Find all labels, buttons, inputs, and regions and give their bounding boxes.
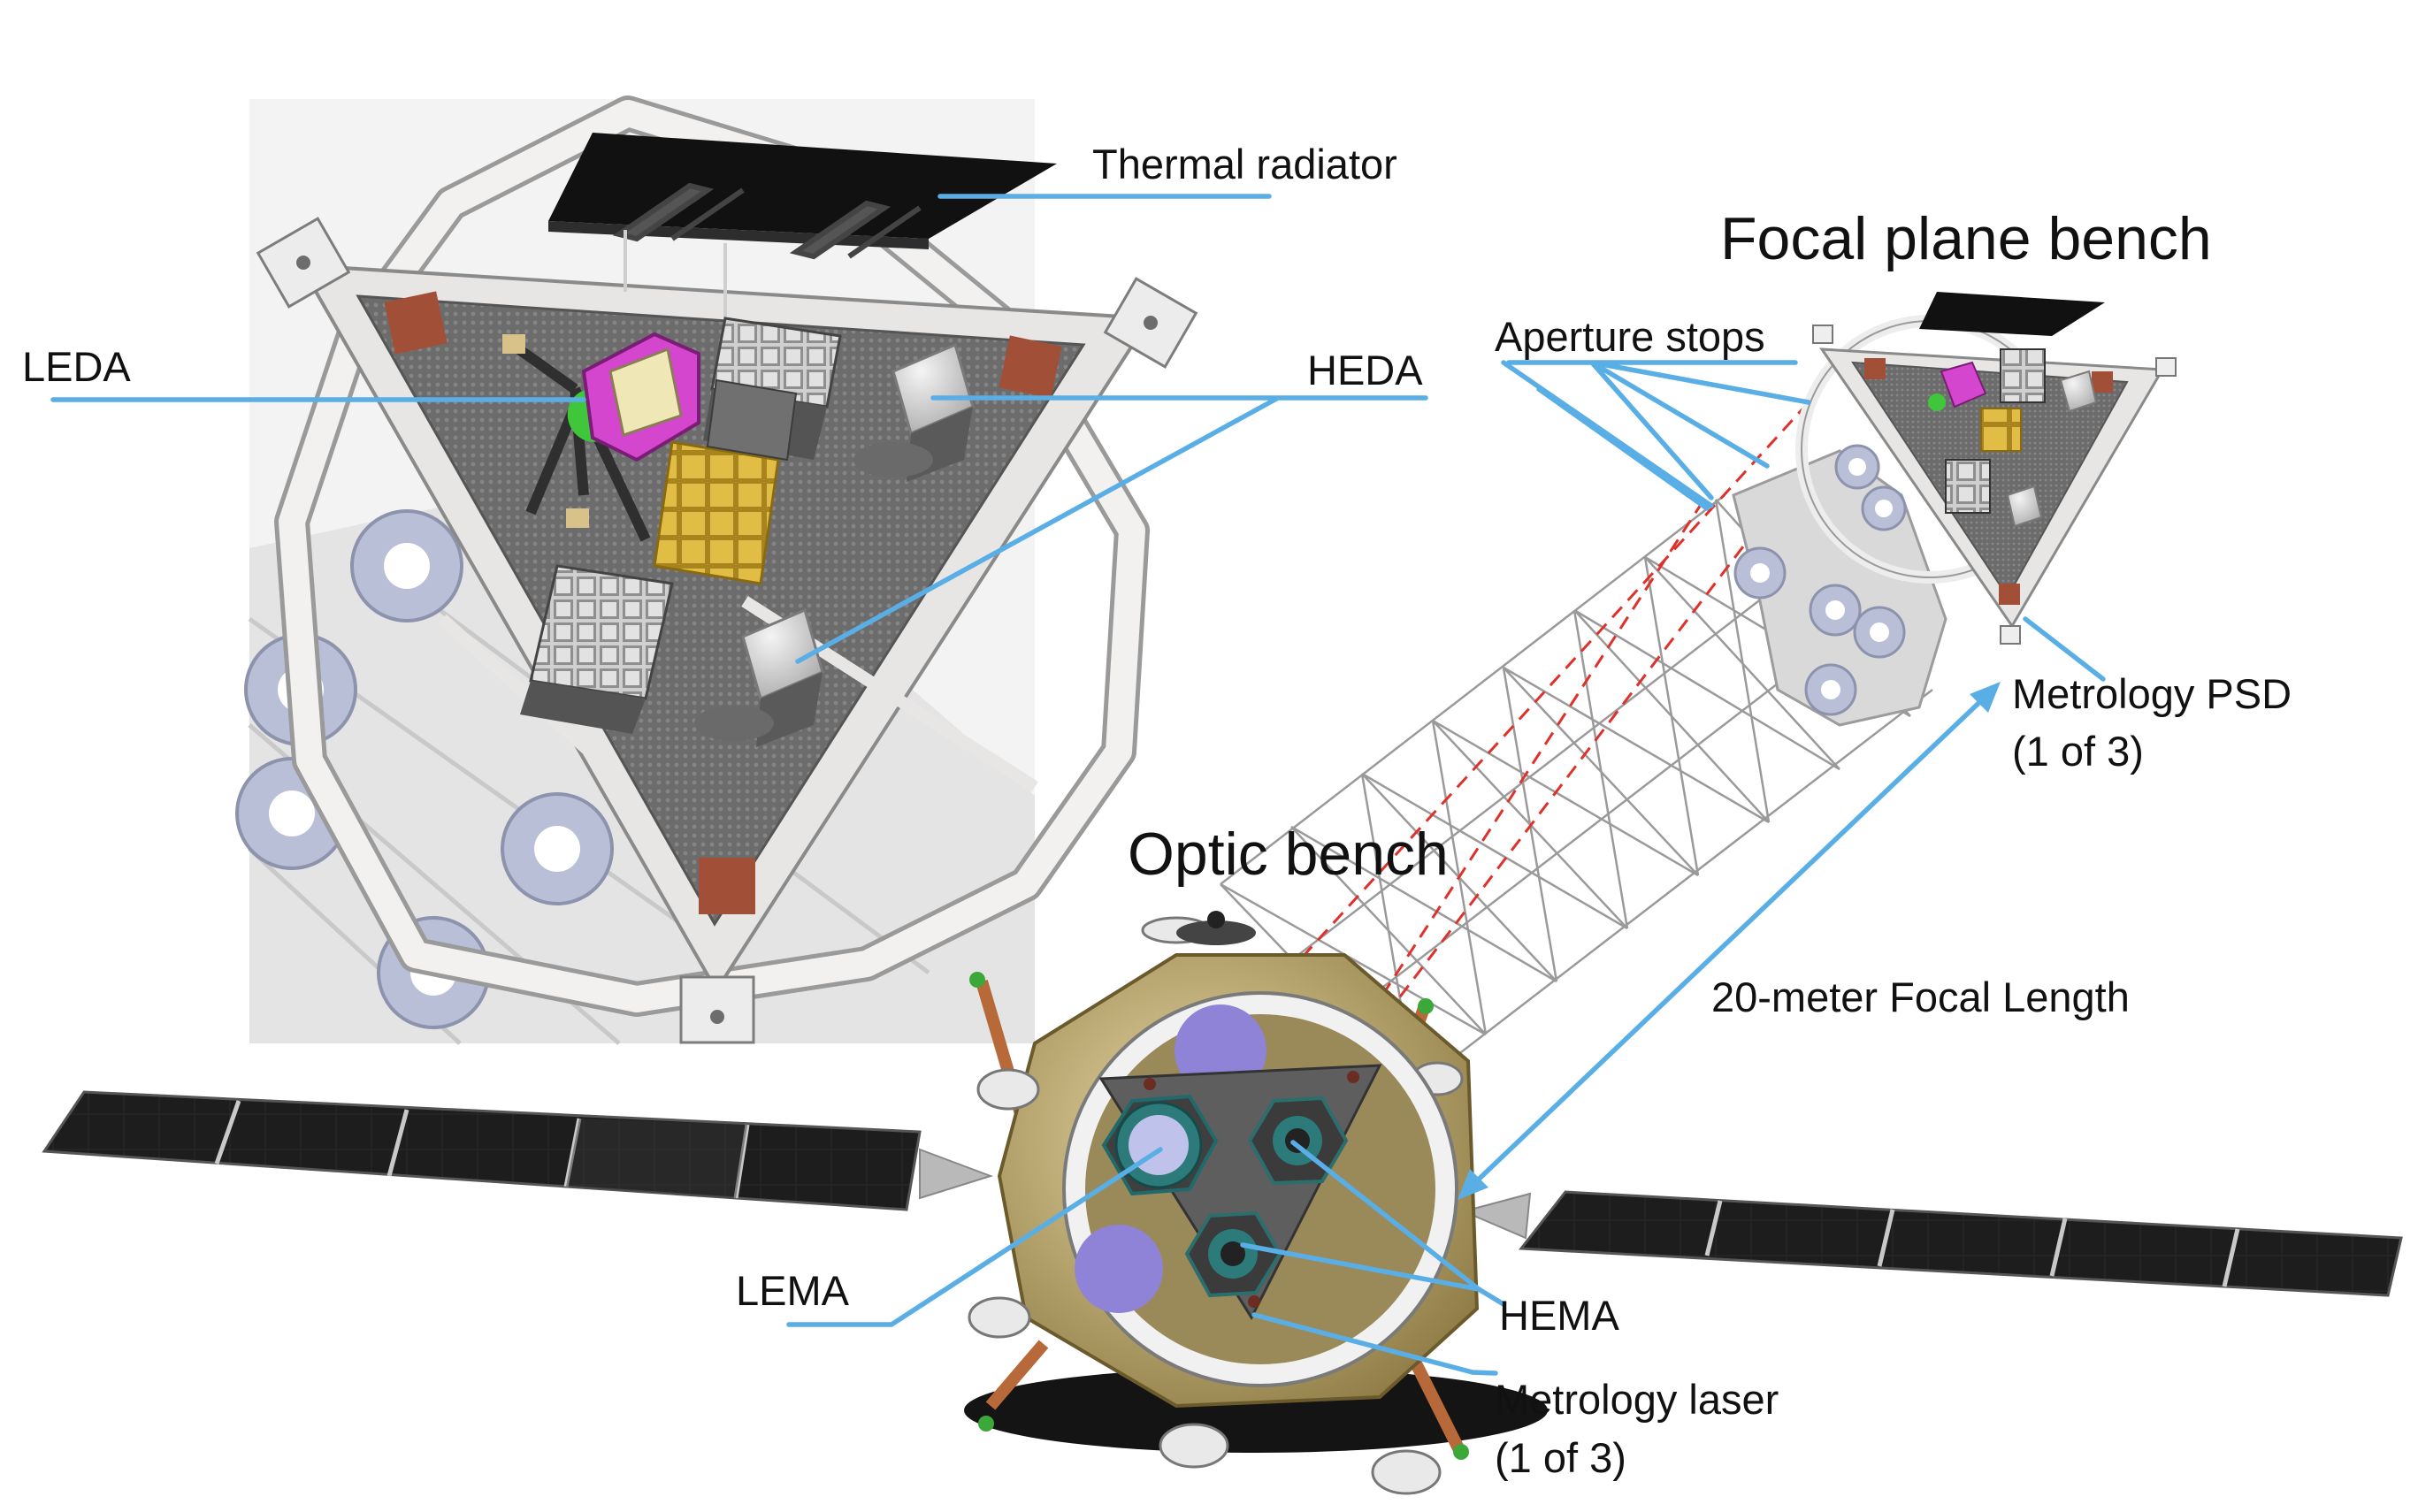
label-thermal-radiator: Thermal radiator [1092,141,1397,187]
leader-metrology-psd [2023,616,2106,682]
focal-plane-bench-small [1732,292,2177,727]
metering-truss [1185,401,1950,1150]
leader-heda [795,395,1428,664]
leda-unit [502,332,700,542]
label-metrology-psd-count: (1 of 3) [2012,728,2144,775]
label-focal-plane-bench: Focal plane bench [1720,205,2212,272]
laser-paths [1254,401,1810,1150]
leader-metrology-laser [1251,1312,1498,1376]
label-aperture-stops: Aperture stops [1495,313,1765,360]
solar-array-left [42,1090,994,1211]
corner-brackets [256,217,1198,1044]
focal-length-arrow [1458,682,2001,1200]
leader-lema [786,1147,1163,1327]
electronics-boxes [520,317,842,734]
label-heda: HEDA [1307,347,1423,393]
leader-lines [50,194,2106,1376]
label-metrology-psd: Metrology PSD [2012,670,2292,717]
focal-plane-inset [235,95,1198,1045]
label-hema: HEMA [1499,1292,1619,1339]
label-lema: LEMA [736,1267,849,1314]
label-optic-bench: Optic bench [1128,821,1449,888]
label-metrology-laser: Metrology laser [1495,1376,1779,1423]
heda-units [694,342,975,747]
label-focal-length: 20-meter Focal Length [1711,974,2130,1020]
label-metrology-laser-count: (1 of 3) [1495,1434,1626,1481]
label-leda: LEDA [22,343,131,390]
optic-bench-body [964,911,1548,1495]
brown-tiles [384,291,1062,914]
leader-hema [1240,1140,1506,1307]
solar-array-right [1460,1190,2403,1297]
thermal-radiator [548,133,1057,323]
leader-aperture-stops [1501,360,1811,511]
gold-unit [653,440,780,585]
